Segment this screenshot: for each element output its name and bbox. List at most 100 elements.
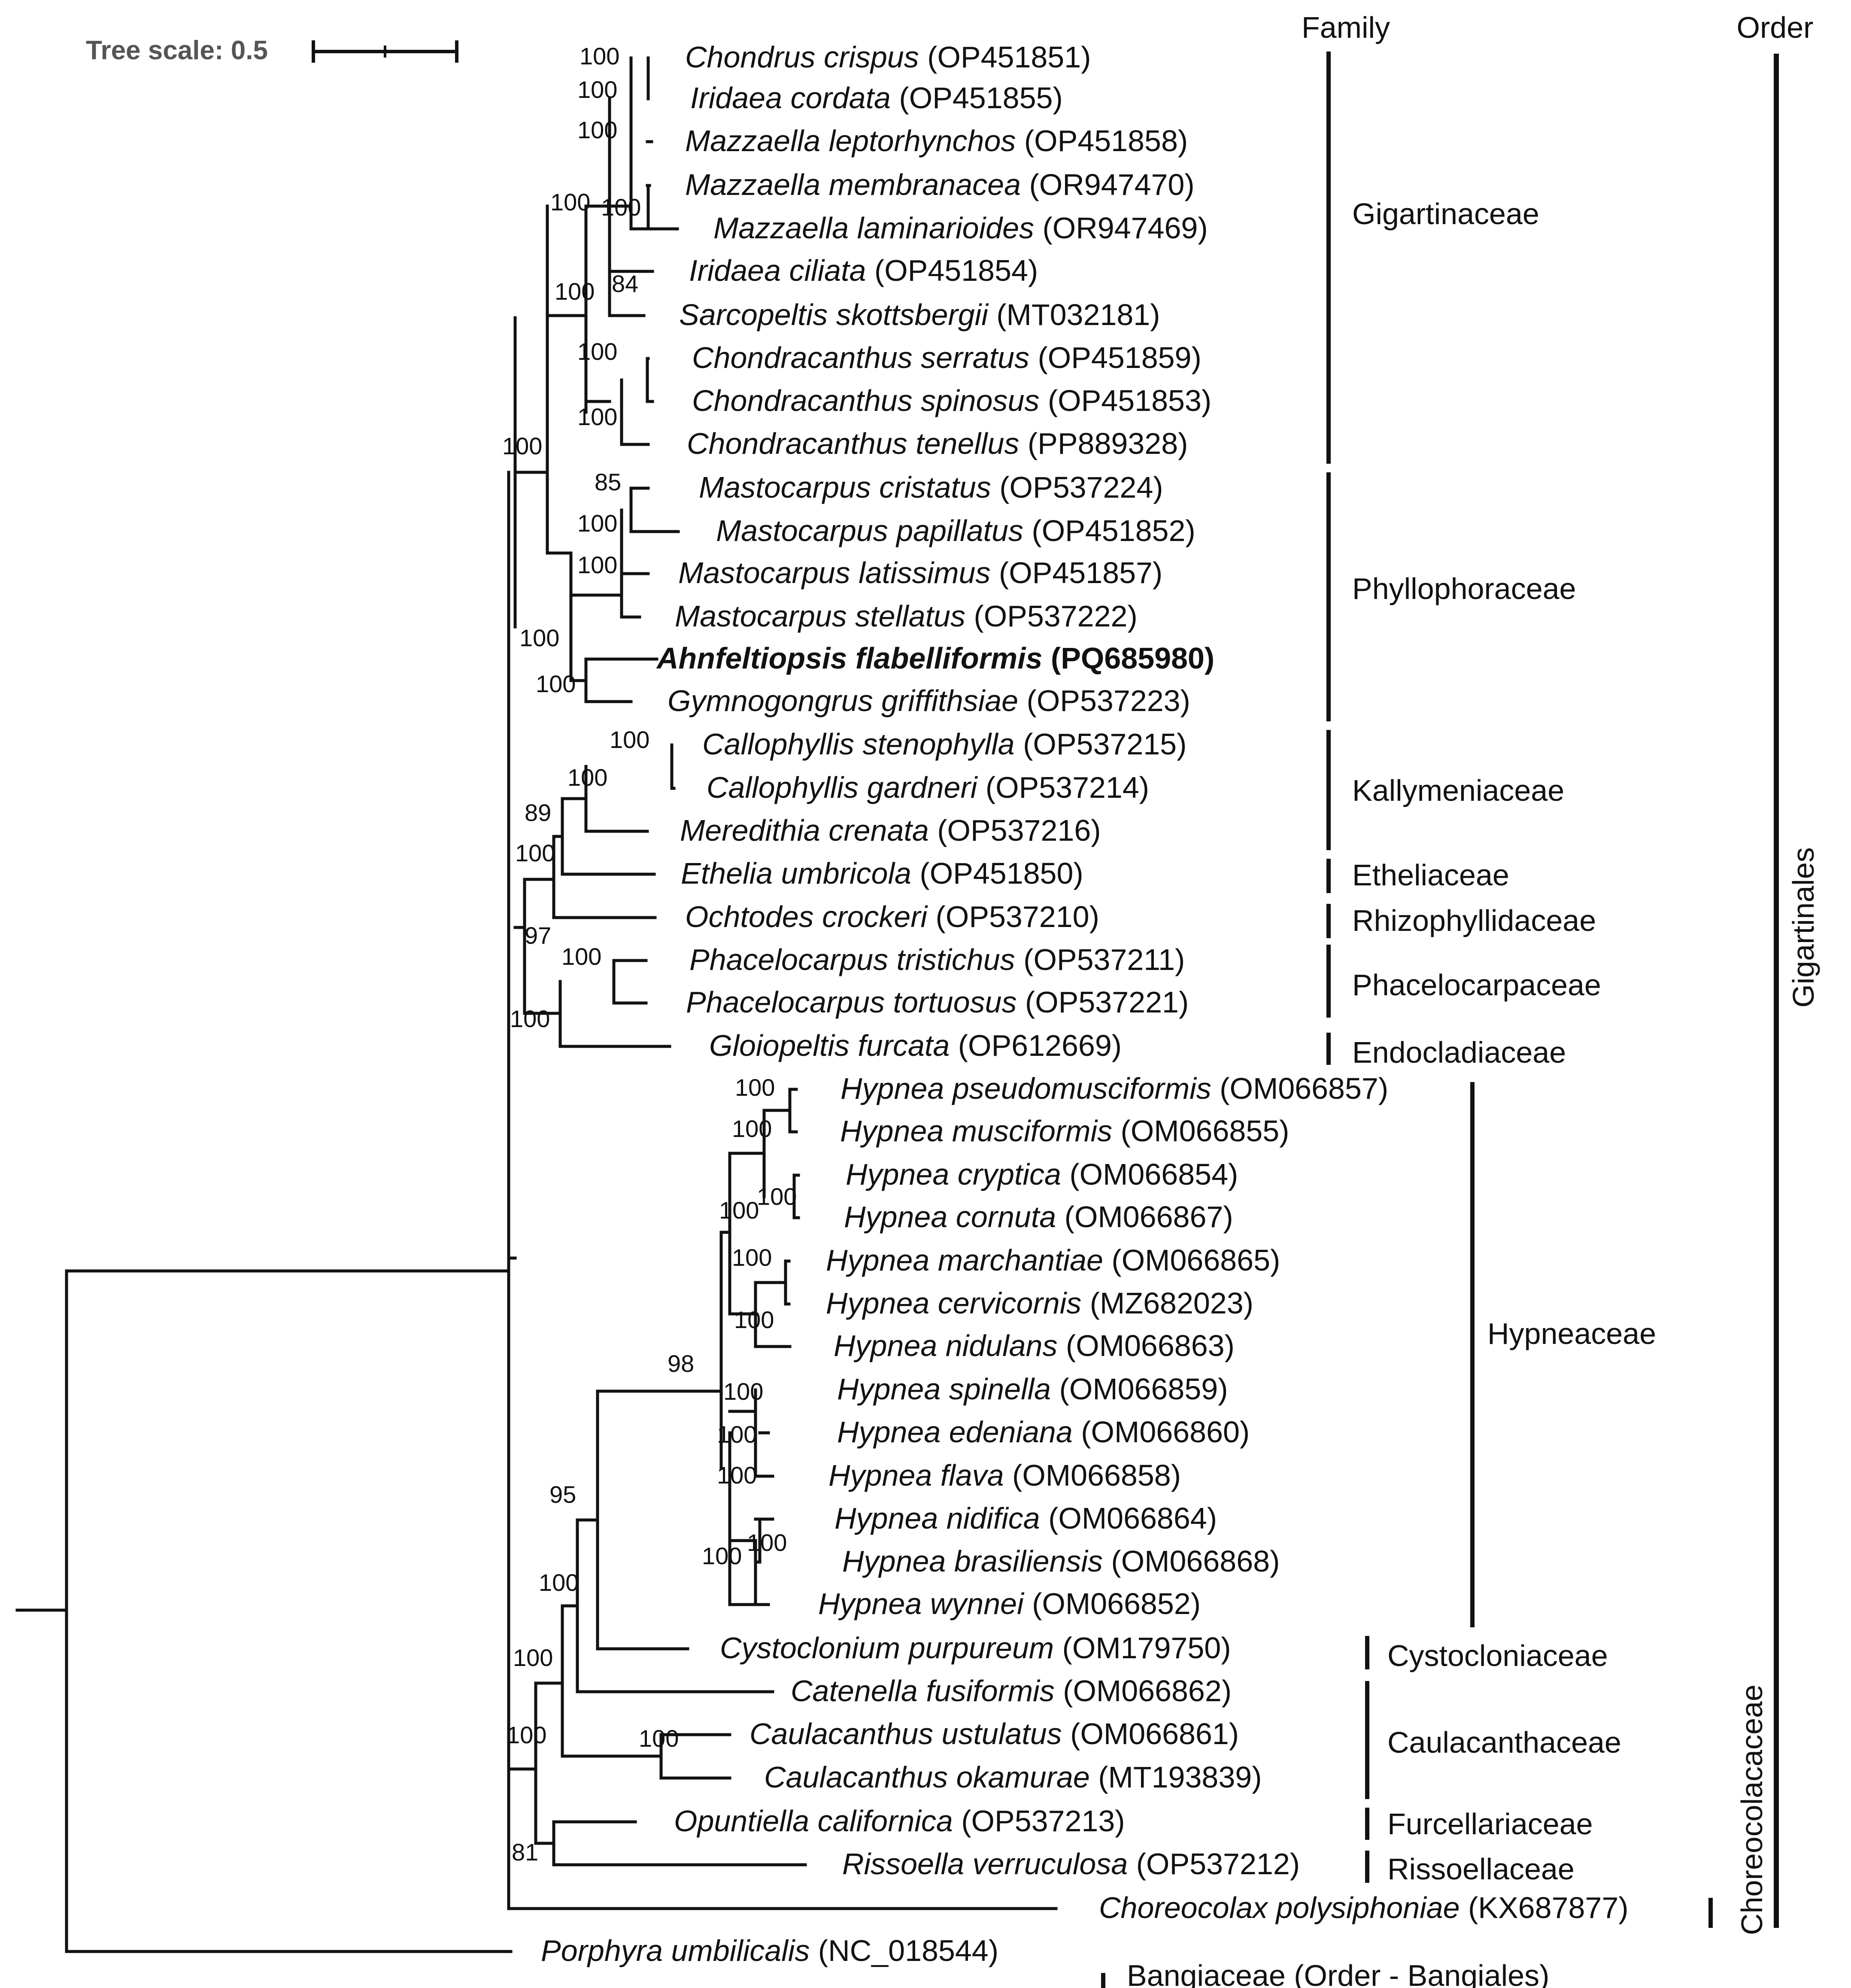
tip-label: Chondracanthus tenellus (PP889328) — [687, 427, 1188, 460]
tip-label: Mazzaella leptorhynchos (OP451858) — [685, 124, 1188, 158]
bootstrap-value: 100 — [536, 670, 576, 697]
tip-label: Chondracanthus serratus (OP451859) — [692, 341, 1202, 374]
taxon-name: Hypnea musciformis — [840, 1114, 1112, 1148]
accession-number: (OP537216) — [929, 814, 1101, 847]
taxon-name: Chondracanthus serratus — [692, 341, 1029, 374]
bootstrap-value: 89 — [525, 799, 551, 826]
family-label: Bangiaceae (Order - Bangiales) — [1127, 1959, 1549, 1988]
order-label: Gigartinales — [1787, 847, 1820, 1008]
taxon-name: Mazzaella membranacea — [685, 168, 1021, 201]
taxon-name: Caulacanthus okamurae — [764, 1760, 1090, 1794]
taxon-name: Hypnea cervicornis — [826, 1286, 1081, 1320]
bootstrap-value: 100 — [723, 1378, 763, 1405]
tip-label: Mastocarpus papillatus (OP451852) — [716, 514, 1196, 547]
taxon-name: Chondrus crispus — [685, 40, 919, 74]
tip-label: Phacelocarpus tortuosus (OP537221) — [686, 985, 1189, 1019]
bootstrap-value: 98 — [668, 1350, 694, 1377]
tip-label: Sarcopeltis skottsbergii (MT032181) — [679, 298, 1160, 331]
tip-label: Cystoclonium purpureum (OM179750) — [720, 1631, 1231, 1665]
tip-label: Caulacanthus okamurae (MT193839) — [764, 1760, 1262, 1794]
accession-number: (OP451852) — [1023, 514, 1196, 547]
bootstrap-value: 100 — [717, 1462, 757, 1489]
tip-label: Hypnea pseudomusciformis (OM066857) — [841, 1072, 1388, 1105]
family-label: Etheliaceae — [1352, 858, 1509, 892]
bootstrap-value: 100 — [555, 278, 595, 305]
taxon-name: Porphyra umbilicalis — [541, 1934, 810, 1967]
accession-number: (OP451853) — [1039, 384, 1211, 417]
bootstrap-value: 100 — [735, 1074, 775, 1101]
bootstrap-value: 100 — [519, 624, 559, 651]
accession-number: (OM179750) — [1054, 1631, 1231, 1665]
taxon-name: Hypnea nidulans — [834, 1329, 1057, 1362]
order-column-header: Order — [1737, 11, 1814, 44]
tip-labels: Chondrus crispus (OP451851) Iridaea corda… — [541, 40, 1629, 1967]
bootstrap-value: 100 — [513, 1644, 553, 1671]
tip-label: Hypnea cornuta (OM066867) — [844, 1200, 1233, 1234]
family-label: Kallymeniaceae — [1352, 774, 1564, 807]
accession-number: (OM066860) — [1073, 1415, 1250, 1449]
bootstrap-value: 81 — [512, 1839, 538, 1866]
accession-number: (OP537221) — [1017, 985, 1189, 1019]
accession-number: (OR947470) — [1021, 168, 1195, 201]
accession-number: (OP451858) — [1016, 124, 1188, 158]
tip-label: Ochtodes crockeri (OP537210) — [685, 900, 1099, 933]
tip-label: Hypnea edeniana (OM066860) — [837, 1415, 1250, 1449]
accession-number: (OM066863) — [1057, 1329, 1234, 1362]
tree-branches — [15, 56, 1058, 1953]
family-label: Furcellariaceae — [1387, 1807, 1593, 1841]
taxon-name: Hypnea pseudomusciformis — [841, 1072, 1211, 1105]
tip-label: Callophyllis stenophylla (OP537215) — [702, 727, 1186, 761]
accession-number: (OM066868) — [1103, 1544, 1280, 1578]
bootstrap-value: 100 — [539, 1569, 579, 1596]
taxon-name: Chondracanthus spinosus — [692, 384, 1039, 417]
tip-label: Caulacanthus ustulatus (OM066861) — [750, 1717, 1239, 1751]
tip-label: Chondracanthus spinosus (OP451853) — [692, 384, 1211, 417]
bootstrap-value: 100 — [550, 188, 590, 216]
bootstrap-value: 97 — [525, 922, 551, 949]
tip-label: Hypnea spinella (OM066859) — [837, 1372, 1228, 1406]
tip-label: Hypnea flava (OM066858) — [828, 1459, 1181, 1492]
taxon-name: Mazzaella laminarioides — [713, 211, 1034, 245]
bootstrap-value: 100 — [577, 338, 617, 365]
taxon-name: Gloiopeltis furcata — [709, 1029, 950, 1062]
tip-label: Mastocarpus stellatus (OP537222) — [675, 599, 1138, 633]
taxon-name: Hypnea flava — [828, 1459, 1004, 1492]
tip-label: Iridaea ciliata (OP451854) — [689, 254, 1038, 287]
accession-number: (OP537212) — [1128, 1847, 1300, 1881]
taxon-name: Ochtodes crockeri — [685, 900, 929, 933]
taxon-name: Mastocarpus latissimus — [678, 556, 990, 590]
tip-label: Gymnogongrus griffithsiae (OP537223) — [668, 684, 1190, 717]
taxon-name: Sarcopeltis skottsbergii — [679, 298, 989, 331]
taxon-name: Cystoclonium purpureum — [720, 1631, 1054, 1665]
bootstrap-value: 100 — [577, 510, 617, 537]
family-label: Cystocloniaceae — [1387, 1639, 1608, 1672]
family-label: Endocladiaceae — [1352, 1036, 1566, 1069]
family-label: Phyllophoraceae — [1352, 572, 1576, 605]
bootstrap-value: 100 — [747, 1529, 787, 1556]
taxon-name: Mazzaella leptorhynchos — [685, 124, 1016, 158]
bootstrap-value: 100 — [515, 839, 555, 866]
tip-label: Choreocolax polysiphoniae (KX687877) — [1099, 1891, 1629, 1924]
accession-number: (OP451851) — [919, 40, 1091, 74]
tip-label: Iridaea cordata (OP451855) — [690, 81, 1063, 115]
taxon-name: Hypnea marchantiae — [826, 1243, 1103, 1277]
tip-label: Porphyra umbilicalis (NC_018544) — [541, 1934, 998, 1967]
accession-number: (OP537213) — [953, 1804, 1125, 1838]
taxon-name: Phacelocarpus tristichus — [689, 943, 1015, 976]
tip-label: Gloiopeltis furcata (OP612669) — [709, 1029, 1122, 1062]
accession-number: (OM066854) — [1061, 1158, 1238, 1191]
tip-label: Meredithia crenata (OP537216) — [680, 814, 1101, 847]
taxon-name: Chondracanthus tenellus — [687, 427, 1019, 460]
bootstrap-value: 100 — [567, 764, 607, 791]
tip-label: Hypnea cervicornis (MZ682023) — [826, 1286, 1253, 1320]
tip-label: Chondrus crispus (OP451851) — [685, 40, 1091, 74]
tip-label: Ethelia umbricola (OP451850) — [681, 857, 1083, 890]
taxon-name: Ahnfeltiopsis flabelliformis — [656, 641, 1042, 675]
bootstrap-value: 100 — [577, 116, 617, 143]
accession-number: (OP537210) — [927, 900, 1099, 933]
accession-number: (OP451855) — [891, 81, 1063, 115]
bootstrap-value: 100 — [502, 432, 542, 459]
accession-number: (OM066864) — [1040, 1502, 1217, 1535]
